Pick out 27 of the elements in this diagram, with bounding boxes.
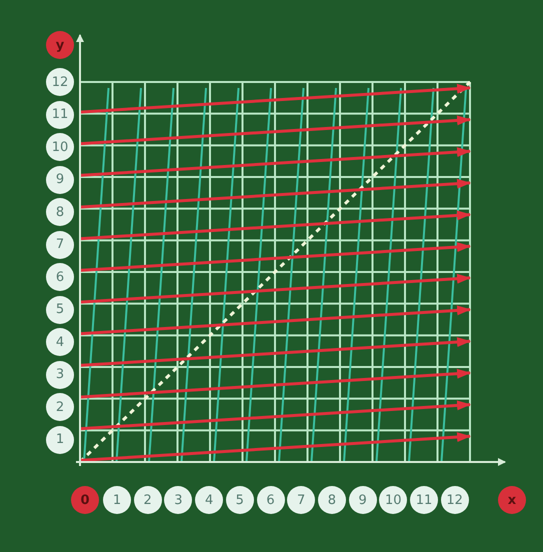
number-badge: 5 <box>226 486 254 514</box>
number-badge: 5 <box>46 296 74 324</box>
number-badge: 7 <box>46 230 74 258</box>
number-badge: 3 <box>164 486 192 514</box>
number-badge: 9 <box>348 486 377 514</box>
number-badge: 3 <box>46 360 74 388</box>
number-badge: 4 <box>195 486 224 514</box>
number-badge: 10 <box>379 486 408 514</box>
number-badge: 2 <box>46 393 74 421</box>
number-badge: 1 <box>46 426 74 454</box>
number-badge: 2 <box>134 486 162 514</box>
number-badge: 6 <box>46 263 74 291</box>
number-badge: 12 <box>440 486 469 514</box>
number-badge: 1 <box>103 486 131 514</box>
axis-name-badge: x <box>498 486 526 514</box>
axis-name-badge: 0 <box>71 486 99 514</box>
number-badge: 10 <box>46 133 74 161</box>
number-badge: 11 <box>410 486 438 514</box>
number-badge: 6 <box>256 486 284 514</box>
number-badge: 7 <box>287 486 316 514</box>
axis-name-badge: y <box>46 31 74 59</box>
number-badge: 9 <box>46 166 74 194</box>
number-badge: 11 <box>46 100 74 128</box>
number-badge: 8 <box>318 486 346 514</box>
number-badge: 8 <box>46 198 74 226</box>
number-badge: 4 <box>46 328 74 356</box>
number-badge: 12 <box>46 68 74 96</box>
